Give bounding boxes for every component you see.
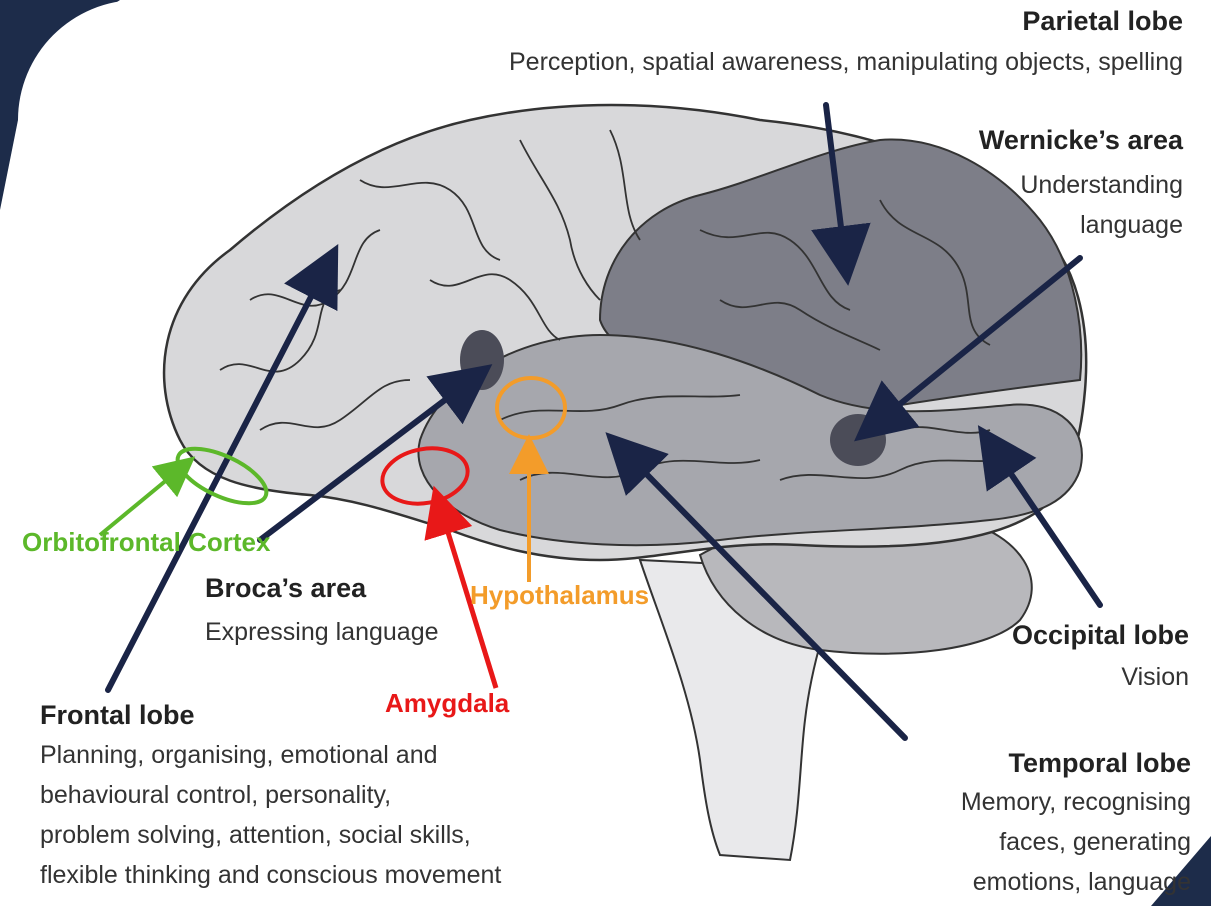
temporal-desc-line1: Memory, recognising xyxy=(961,782,1191,822)
wernicke-desc-line2: language xyxy=(1080,205,1183,245)
temporal-title: Temporal lobe xyxy=(1008,748,1191,779)
temporal-desc-line3: emotions, language xyxy=(973,862,1191,902)
broca-desc: Expressing language xyxy=(205,612,439,652)
orbitofrontal-arrow xyxy=(100,464,186,535)
occipital-title: Occipital lobe xyxy=(1012,620,1189,651)
wernicke-title: Wernicke’s area xyxy=(979,125,1183,156)
frontal-desc-line2: behavioural control, personality, xyxy=(40,775,391,815)
frontal-desc-line1: Planning, organising, emotional and xyxy=(40,735,438,775)
parietal-title: Parietal lobe xyxy=(1022,6,1183,37)
orbitofrontal-label: Orbitofrontal Cortex xyxy=(22,527,270,558)
wernicke-desc-line1: Understanding xyxy=(1020,165,1183,205)
occipital-desc: Vision xyxy=(1121,657,1189,697)
amygdala-label: Amygdala xyxy=(385,688,509,719)
broca-title: Broca’s area xyxy=(205,573,366,604)
hypothalamus-label: Hypothalamus xyxy=(470,580,649,611)
frontal-desc-line3: problem solving, attention, social skill… xyxy=(40,815,471,855)
parietal-desc: Perception, spatial awareness, manipulat… xyxy=(509,42,1183,82)
frontal-desc-line4: flexible thinking and conscious movement xyxy=(40,855,501,895)
temporal-desc-line2: faces, generating xyxy=(999,822,1191,862)
frontal-title: Frontal lobe xyxy=(40,700,195,731)
